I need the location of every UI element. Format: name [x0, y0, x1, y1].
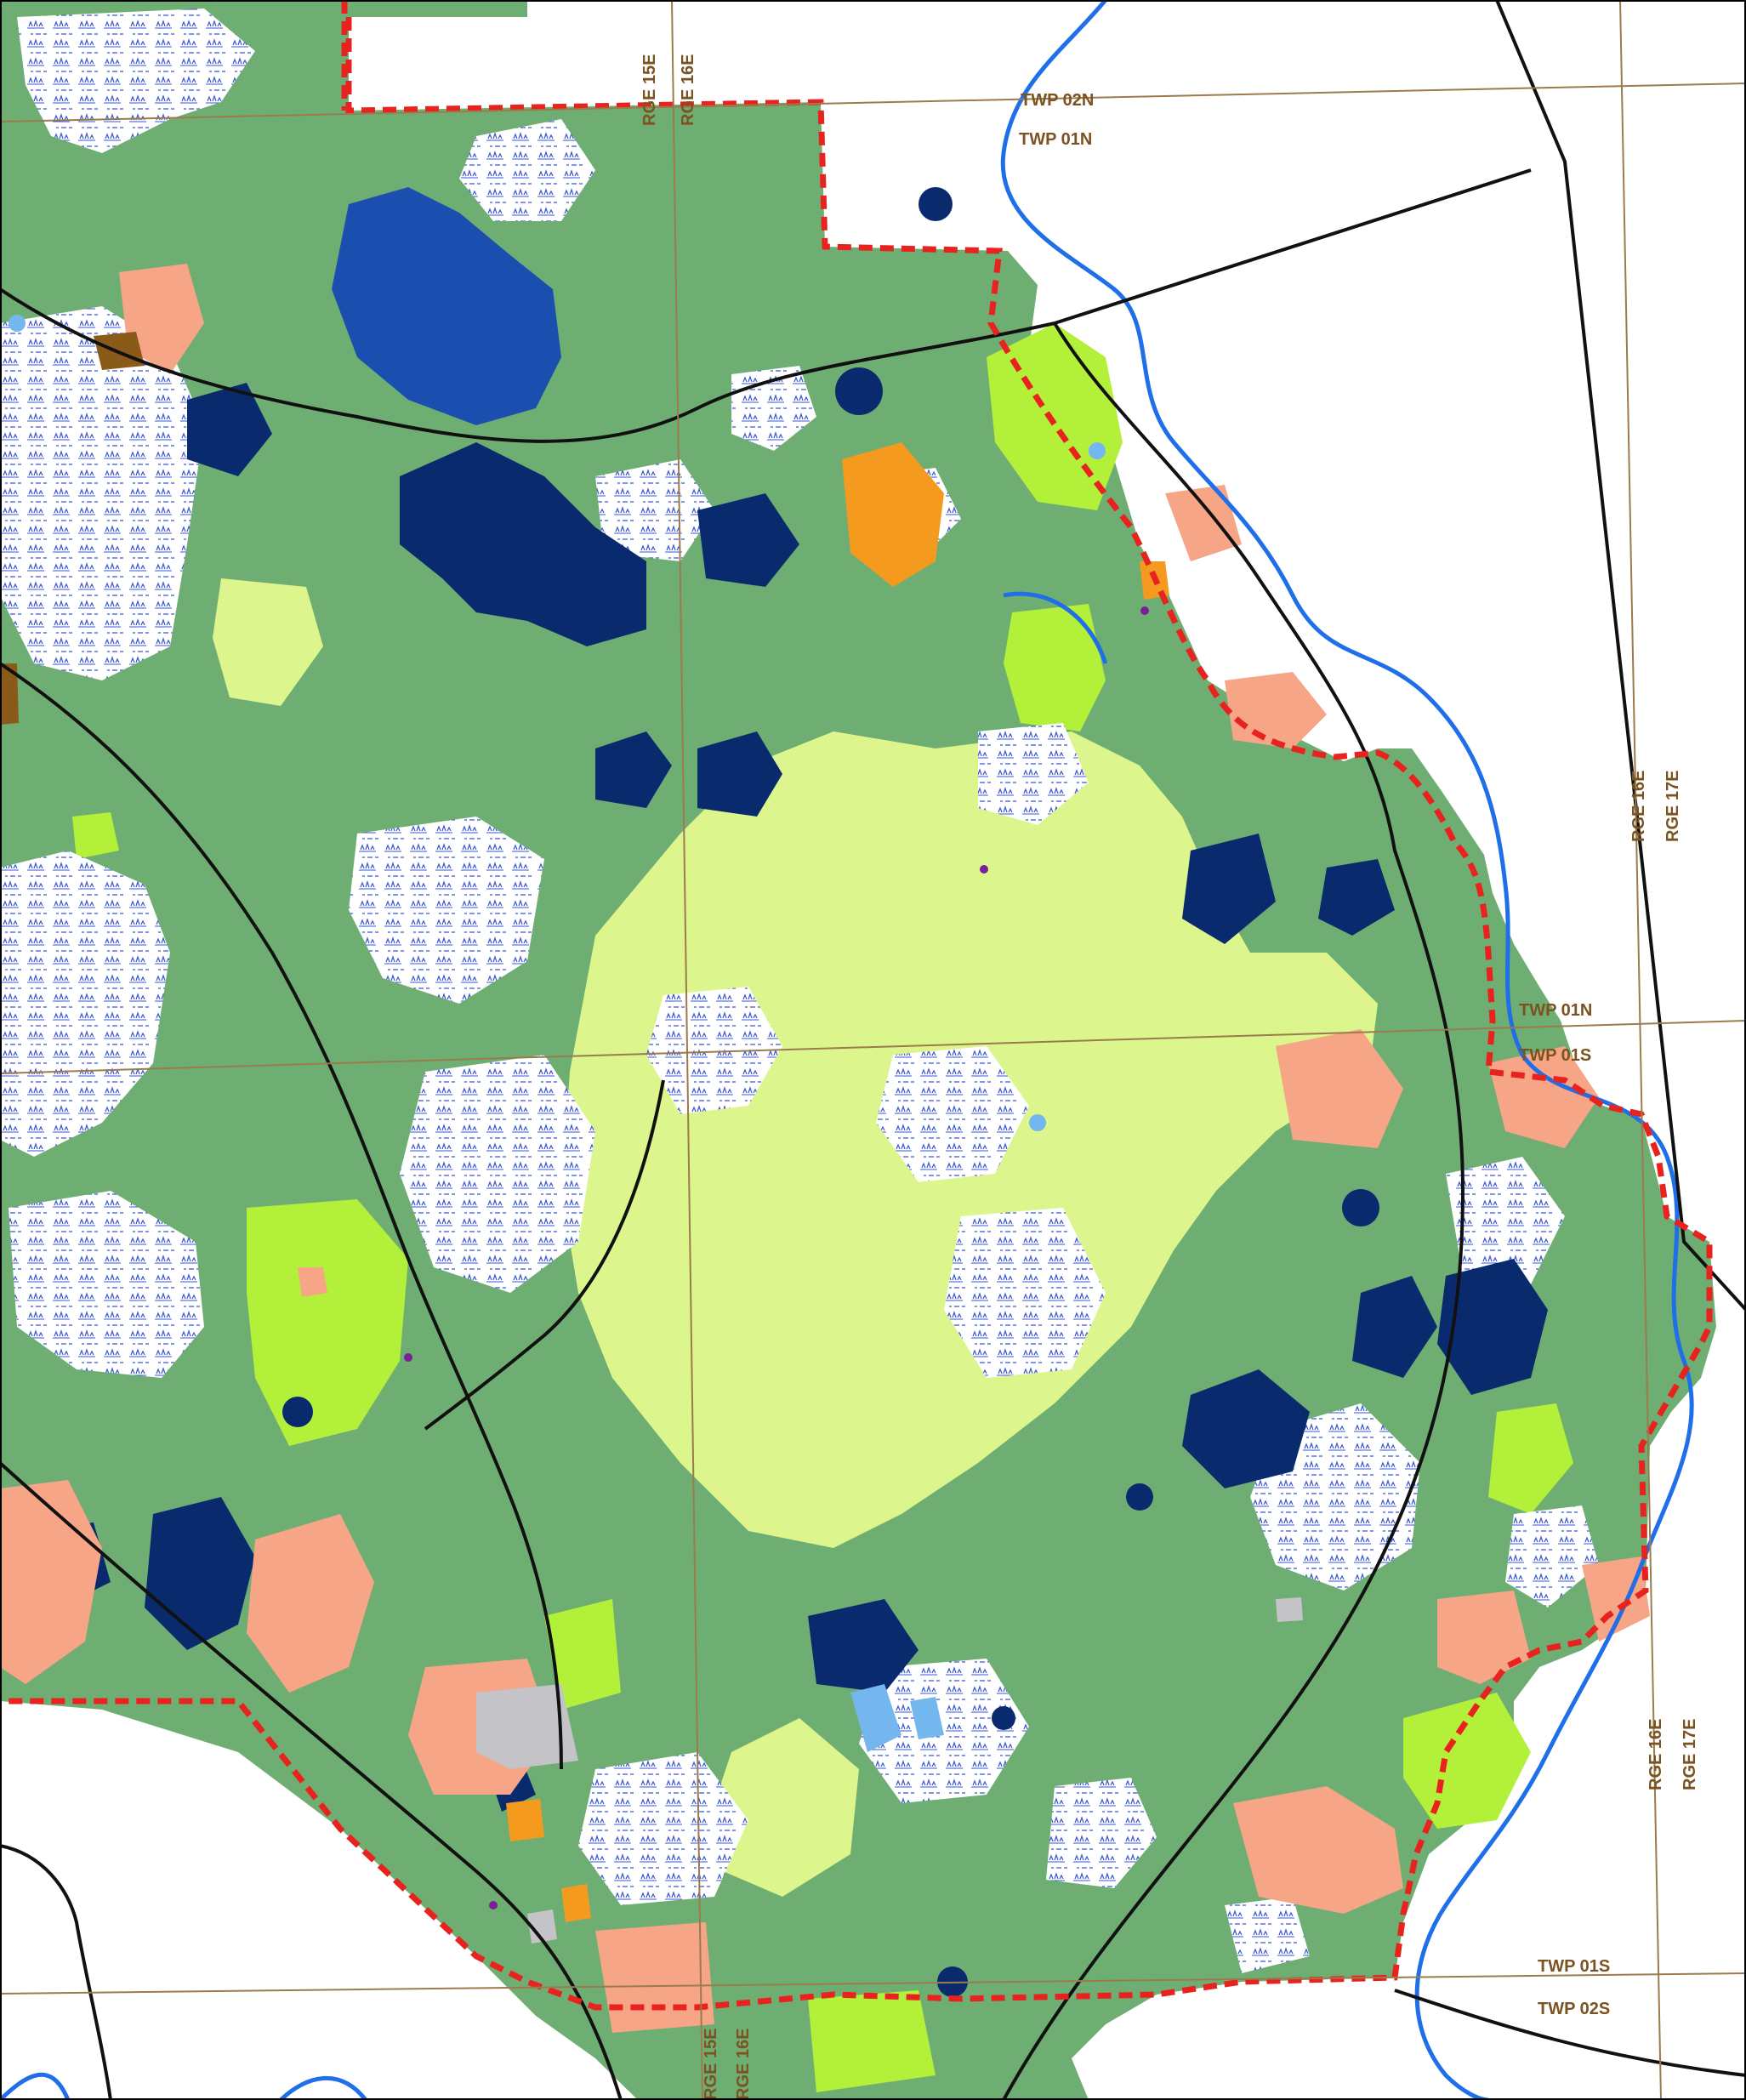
gray-areas: [476, 1597, 1303, 1943]
marsh-areas: [0, 9, 1599, 1973]
label-twp-02s-bottom: TWP 02S: [1538, 2000, 1610, 2018]
lake: [332, 187, 561, 425]
label-rge-17e-right: RGE 17E: [1664, 771, 1682, 842]
light-vegetation-area-north: [213, 578, 323, 706]
label-twp-02n-top: TWP 02N: [1021, 91, 1094, 110]
label-rge-17e-lower-right: RGE 17E: [1681, 1719, 1699, 1790]
label-rge-15e-top: RGE 15E: [640, 54, 659, 126]
label-rge-16e-right: RGE 16E: [1629, 771, 1648, 842]
label-rge-15e-bottom: RGE 15E: [702, 2029, 720, 2100]
label-rge-16e-lower-right: RGE 16E: [1646, 1719, 1665, 1790]
purple-spots: [404, 606, 1149, 1909]
rivers: [0, 0, 1694, 2100]
brown-area: [0, 332, 145, 725]
light-blue-ponds: [9, 315, 1106, 1752]
label-twp-01s-bottom: TWP 01S: [1538, 1957, 1610, 1976]
label-twp-01n-mid: TWP 01N: [1519, 1001, 1592, 1020]
study-area-boundary: [0, 17, 1713, 2011]
label-rge-16e-bottom: RGE 16E: [734, 2029, 753, 2100]
label-rge-16e-top: RGE 16E: [679, 54, 697, 126]
bright-vegetation-patches: [72, 323, 1573, 2092]
orange-areas: [506, 442, 1169, 1922]
light-vegetation-area-south: [714, 1718, 859, 1897]
label-twp-01n-top: TWP 01N: [1019, 130, 1092, 149]
label-twp-01s-mid: TWP 01S: [1519, 1046, 1591, 1065]
